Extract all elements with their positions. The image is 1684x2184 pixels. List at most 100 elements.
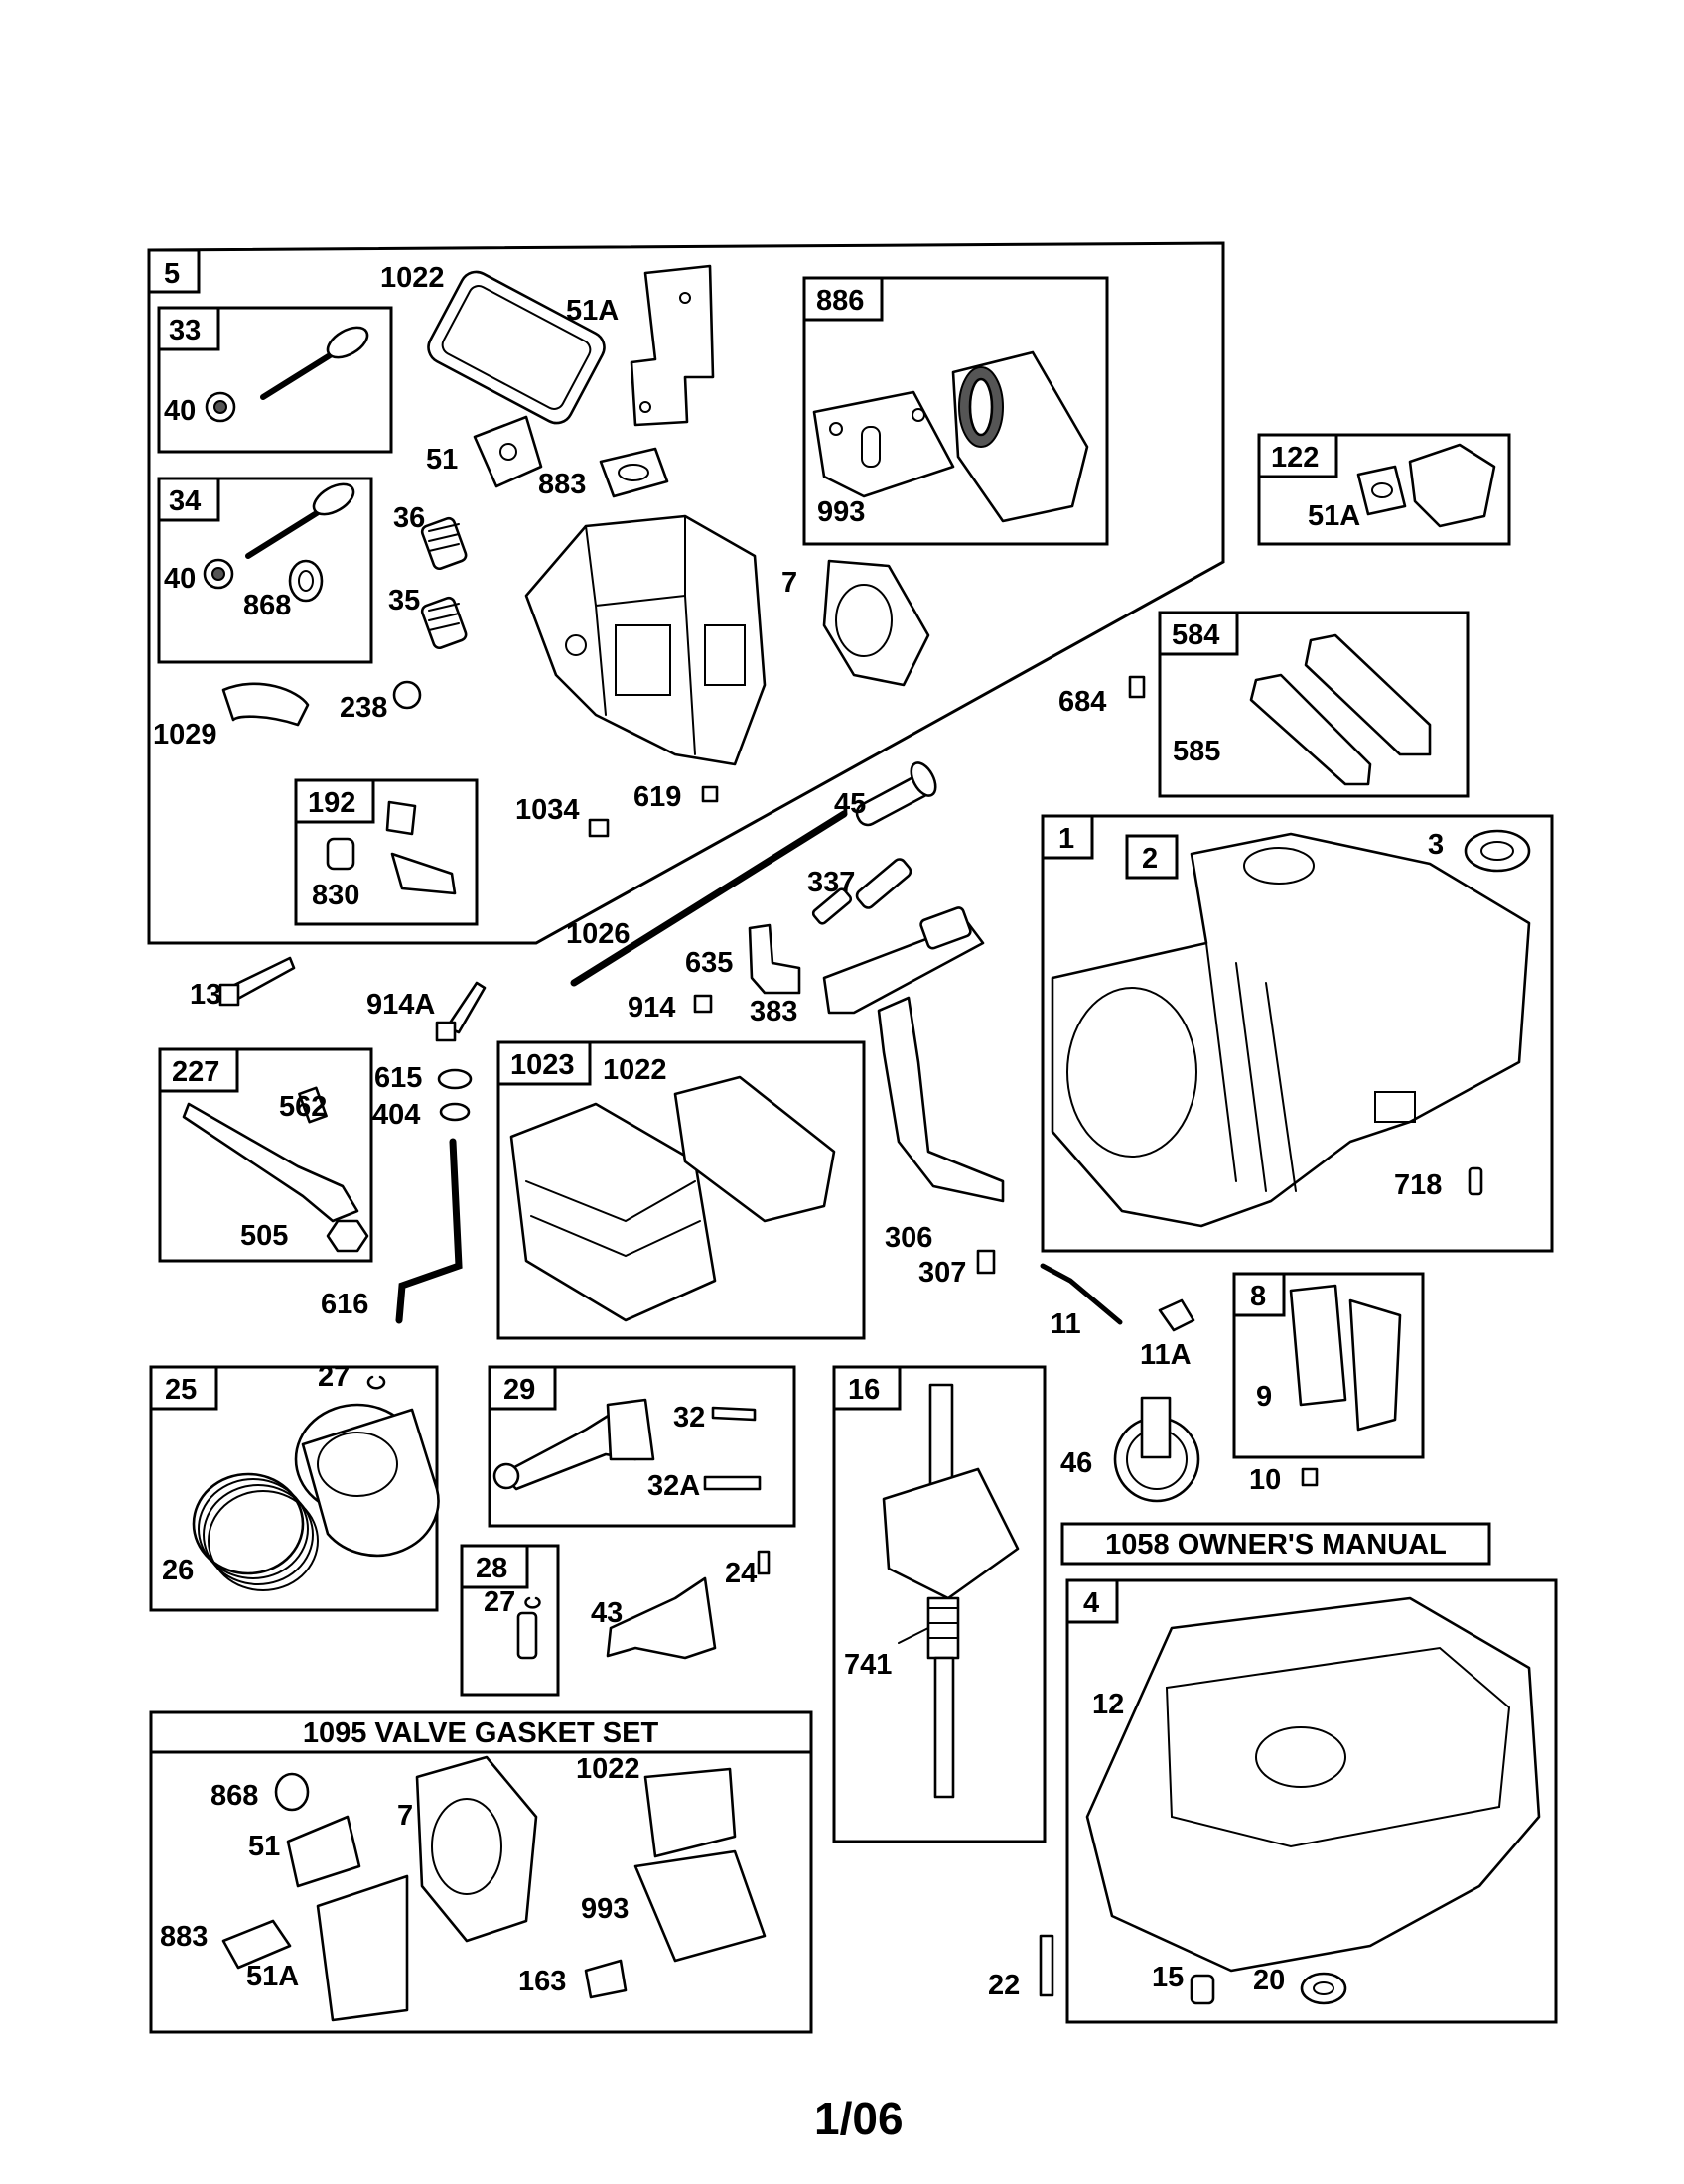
- box-5-label: 5: [164, 258, 180, 290]
- spring-15: [1190, 1974, 1215, 2005]
- breather-tube-635: [748, 923, 801, 995]
- valve-cover-bolt-192: [385, 800, 417, 836]
- callout-43: 43: [591, 1597, 623, 1629]
- callout-32A: 32A: [647, 1470, 700, 1502]
- box-2-label: 2: [1142, 843, 1158, 875]
- callout-40-a: 40: [164, 395, 196, 427]
- callout-11A: 11A: [1140, 1339, 1192, 1371]
- callout-7-b: 7: [397, 1800, 413, 1832]
- box-8-frame: [1232, 1272, 1425, 1459]
- piston: [294, 1403, 440, 1558]
- callout-46: 46: [1060, 1447, 1092, 1479]
- callout-615: 615: [374, 1062, 422, 1094]
- spring-192: [326, 837, 355, 871]
- box-29-frame: [488, 1365, 796, 1528]
- callout-1022-mid: 1022: [603, 1054, 667, 1086]
- valve-seal-868: [274, 1772, 310, 1812]
- callout-27-b: 27: [484, 1586, 515, 1618]
- intake-insulator: [599, 447, 669, 498]
- callout-505: 505: [240, 1220, 288, 1252]
- box-122-frame: [1257, 433, 1511, 546]
- valve-gasket-set-title: 1095 VALVE GASKET SET: [303, 1717, 659, 1749]
- bolt-32: [711, 1406, 757, 1422]
- crank-gear-leader: [898, 1627, 929, 1644]
- box-1023-tab: [496, 1040, 592, 1086]
- bolt-32A: [703, 1475, 762, 1491]
- box-8-tab: [1232, 1272, 1286, 1317]
- callout-27-a: 27: [318, 1361, 350, 1393]
- box-192-label: 192: [308, 787, 355, 819]
- bolt-22: [1039, 1934, 1054, 1997]
- box-33-tab: [157, 306, 220, 351]
- dipstick-tube-1026: [570, 810, 848, 987]
- valve-gasket-set-frame: [149, 1710, 813, 2034]
- box-34-tab: [157, 477, 220, 522]
- callout-306: 306: [885, 1222, 932, 1254]
- box-122-label: 122: [1271, 442, 1319, 474]
- insulator-883-set: [221, 1919, 292, 1970]
- box-5-tab: [147, 248, 201, 294]
- box-122-tab: [1257, 433, 1338, 478]
- callout-20: 20: [1253, 1965, 1285, 1996]
- box-4-tab: [1065, 1578, 1119, 1624]
- callout-22: 22: [988, 1970, 1020, 2001]
- callout-238: 238: [340, 692, 387, 724]
- callout-635: 635: [685, 947, 733, 979]
- callout-9: 9: [1256, 1381, 1272, 1413]
- callout-11: 11: [1051, 1308, 1081, 1340]
- bolt-914: [693, 994, 713, 1014]
- box-28-tab: [460, 1544, 529, 1589]
- box-886-tab: [802, 276, 884, 322]
- box-4-label: 4: [1083, 1587, 1099, 1619]
- callout-868-b: 868: [210, 1780, 258, 1812]
- screw-562: [298, 1086, 328, 1124]
- callout-883-a: 883: [538, 469, 586, 500]
- crankcase-breather-gasket: [812, 390, 955, 498]
- breather-gasket-8: [1289, 1284, 1347, 1407]
- gasket-1022-set: [643, 1767, 737, 1858]
- box-1-tab: [1041, 814, 1094, 860]
- callout-32: 32: [673, 1402, 705, 1433]
- box-16-tab: [832, 1365, 902, 1411]
- callout-163: 163: [518, 1966, 566, 1997]
- sump: [1085, 1596, 1541, 1973]
- box-29-label: 29: [503, 1374, 535, 1406]
- valve-cover: [509, 1102, 717, 1322]
- clip-27-icon: [524, 1596, 541, 1609]
- callouts: 1022 51A 40 51 883 993 36 40 868 35 7 51…: [153, 262, 1444, 2001]
- camshaft-gear: [1113, 1396, 1200, 1503]
- stud-830: [390, 852, 457, 895]
- box-1-label: 1: [1058, 823, 1074, 855]
- valve-spring-35: [420, 596, 468, 650]
- rocker-arm: [221, 682, 310, 727]
- pin-28: [516, 1611, 538, 1660]
- callout-10: 10: [1249, 1464, 1281, 1496]
- callout-337: 337: [807, 867, 855, 898]
- head-gasket-7-set: [415, 1755, 538, 1943]
- box-33-label: 33: [169, 315, 201, 346]
- intake-gasket: [473, 415, 543, 488]
- callout-684: 684: [1058, 686, 1106, 718]
- callout-36: 36: [393, 502, 425, 534]
- governor-assembly-43: [606, 1576, 717, 1660]
- callout-883-b: 883: [160, 1921, 208, 1953]
- valve-cover-gasket-1022: [673, 1075, 836, 1223]
- box-4-frame: [1065, 1578, 1558, 2024]
- callout-35: 35: [388, 585, 420, 616]
- box-584-tab: [1158, 611, 1239, 656]
- box-34-frame: [157, 477, 373, 664]
- callout-7-a: 7: [781, 567, 797, 599]
- part-illustrations: [182, 264, 1541, 2022]
- screw-10: [1301, 1467, 1319, 1487]
- callout-741: 741: [844, 1649, 892, 1681]
- washer-404: [439, 1102, 471, 1122]
- callout-51-a: 51: [426, 444, 458, 476]
- intake-gasket-51-set: [286, 1815, 361, 1888]
- box-5-frame: [147, 241, 1225, 945]
- box-25-label: 25: [165, 1374, 197, 1406]
- callout-993-b: 993: [581, 1893, 629, 1925]
- screw-307: [976, 1249, 996, 1275]
- box-886-label: 886: [816, 285, 864, 317]
- ring-27-icon: [366, 1375, 386, 1390]
- callout-585: 585: [1173, 736, 1220, 767]
